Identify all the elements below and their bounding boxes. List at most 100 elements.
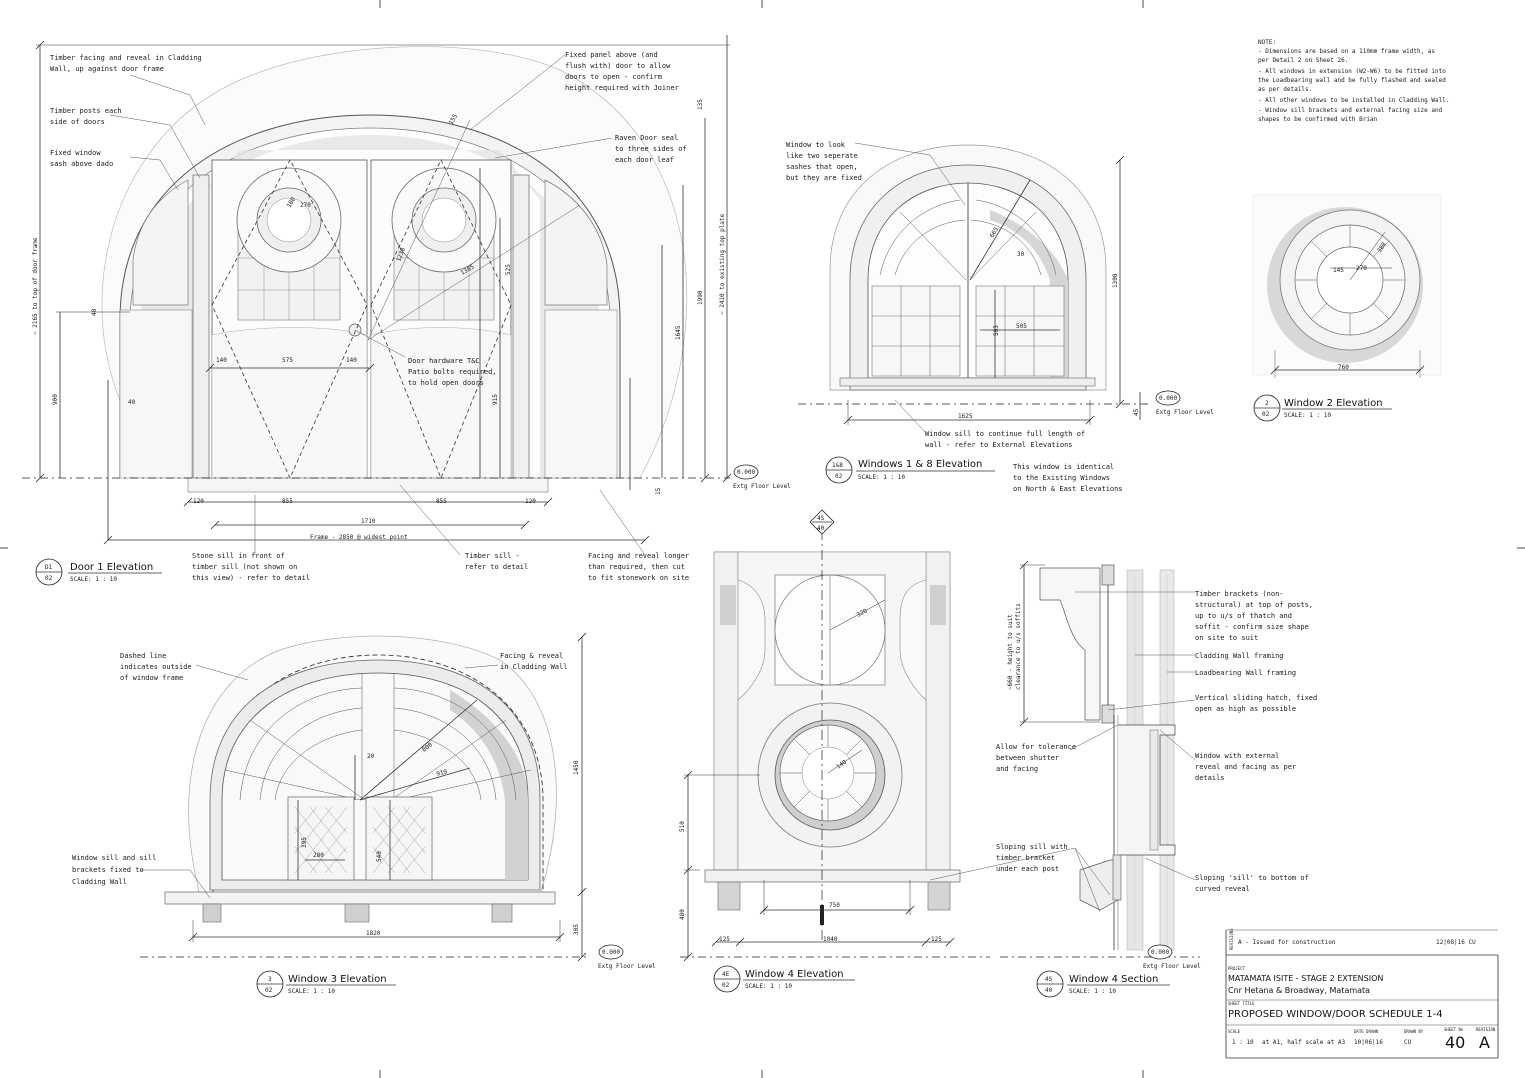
- svg-text:timber bracket: timber bracket: [996, 854, 1055, 862]
- door1-note-facing-2: Wall, up against door frame: [50, 65, 164, 73]
- door1-note-timbersill-2: refer to detail: [465, 563, 528, 571]
- tb-revision-date: 12|08|16 CU: [1436, 939, 1476, 946]
- win3-ref-top: 3: [268, 976, 272, 983]
- svg-text:flush with) door to allow: flush with) door to allow: [565, 62, 671, 70]
- door1-note-facingreveal-3: to fit stonework on site: [588, 574, 689, 582]
- tb-date-label: DATE DRAWN: [1354, 1029, 1379, 1034]
- door1-note-panel-2: flush with) door to allow: [565, 62, 671, 70]
- win3-note-facing-1: Facing & reveal: [500, 652, 563, 660]
- win18-ref-bottom: 02: [835, 473, 843, 480]
- tb-drawn: CU: [1404, 1039, 1412, 1046]
- win3-title: Window 3 Elevation: [288, 974, 387, 985]
- win18-note-sill-2: wall - refer to External Elevations: [925, 441, 1073, 449]
- win4s-scale: SCALE: 1 : 10: [1069, 988, 1116, 995]
- door1-note-stone-3: this view) - refer to detail: [192, 574, 310, 582]
- door1-level-label: Extg Floor Level: [733, 483, 791, 490]
- win4s-note-reveal-2: reveal and facing as per: [1195, 763, 1296, 771]
- tb-rev-label: REVISION: [1476, 1027, 1496, 1032]
- win4s-note-tolerance-1: Allow for tolerance: [996, 743, 1076, 751]
- win2-ref-bottom: 02: [1262, 411, 1270, 418]
- win4-section-top: 4S: [817, 515, 825, 522]
- door1-dim-1710: 1710: [361, 518, 376, 525]
- svg-text:to the Existing Windows: to the Existing Windows: [1013, 474, 1110, 482]
- svg-text:Sloping sill with: Sloping sill with: [996, 843, 1068, 851]
- win18-note-identical-1: This window is identical: [1013, 463, 1114, 471]
- door1-note-stone-1: Stone sill in front of: [192, 552, 285, 560]
- door1-note-stone-2: timber sill (not shown on: [192, 563, 297, 571]
- svg-text:side of doors: side of doors: [50, 118, 105, 126]
- door1-dim-40a: 40: [91, 308, 98, 316]
- svg-text:but they are fixed: but they are fixed: [786, 174, 862, 182]
- tb-revision: A - Issued for construction: [1238, 939, 1336, 946]
- door1-scale: SCALE: 1 : 10: [70, 576, 117, 583]
- svg-text:on site to suit: on site to suit: [1195, 634, 1258, 642]
- svg-text:this view) - refer to detail: this view) - refer to detail: [192, 574, 310, 582]
- door1-dim-1230: 1230: [395, 246, 407, 262]
- door1-note-hardware-3: to hold open doors: [408, 379, 484, 387]
- win4s-note-tolerance-3: and facing: [996, 765, 1038, 773]
- svg-text:than required, then cut: than required, then cut: [588, 563, 685, 571]
- win4s-note-brackets-5: on site to suit: [1195, 634, 1258, 642]
- win18-level-label: Extg Floor Level: [1156, 409, 1214, 416]
- door1-note-panel-1: Fixed panel above (and: [565, 51, 658, 59]
- door1-dim-855a: 855: [282, 498, 293, 505]
- win18-dim-1625: 1625: [958, 413, 973, 420]
- win3-note-facing-2: in Cladding Wall: [500, 663, 567, 671]
- win4s-note-tolerance-2: between shutter: [996, 754, 1059, 762]
- door1-note-facingreveal-1: Facing and reveal longer: [588, 552, 689, 560]
- tb-sheet-label: SHEET TITLE: [1228, 1001, 1255, 1006]
- door1-dim-135: 135: [697, 99, 704, 110]
- svg-text:Fixed window: Fixed window: [50, 149, 101, 157]
- door1-dim-120a: 120: [193, 498, 204, 505]
- win2-scale: SCALE: 1 : 10: [1284, 412, 1331, 419]
- win4s-note-slopingsill-1: Sloping 'sill' to bottom of: [1195, 874, 1309, 882]
- win3-note-sill-1: Window sill and sill: [72, 854, 156, 862]
- tb-sheetno-label: SHEET No: [1444, 1027, 1464, 1032]
- svg-text:Door hardware T&C: Door hardware T&C: [408, 357, 480, 365]
- svg-text:Window with external: Window with external: [1195, 752, 1279, 760]
- svg-text:Allow for tolerance: Allow for tolerance: [996, 743, 1076, 751]
- tb-scale-note: at A1, half scale at A3: [1262, 1039, 1345, 1046]
- door1-ref-top: D1: [45, 564, 53, 571]
- svg-text:Window sill to continue full l: Window sill to continue full length of: [925, 430, 1085, 438]
- win3-dim-20: 20: [367, 753, 375, 760]
- door1-dim-2165: ~ 2165 to top of door frame: [32, 237, 39, 335]
- win4-ref-bottom: 02: [722, 982, 730, 989]
- svg-text:Cladding Wall framing: Cladding Wall framing: [1195, 652, 1284, 660]
- svg-text:Fixed panel above (and: Fixed panel above (and: [565, 51, 658, 59]
- svg-text:Facing & reveal: Facing & reveal: [500, 652, 563, 660]
- svg-text:between shutter: between shutter: [996, 754, 1059, 762]
- win18-elevation: Window to look like two seperate sashes …: [786, 141, 1214, 493]
- tb-project-label: PROJECT: [1228, 966, 1245, 971]
- win3-ref-bottom: 02: [265, 987, 273, 994]
- svg-text:sash above dado: sash above dado: [50, 160, 113, 168]
- win4s-ref-top: 4S: [1045, 976, 1053, 983]
- svg-text:Vertical sliding hatch, fixed: Vertical sliding hatch, fixed: [1195, 694, 1317, 702]
- svg-text:reveal and facing as per: reveal and facing as per: [1195, 763, 1296, 771]
- svg-text:wall - refer to External Eleva: wall - refer to External Elevations: [925, 441, 1073, 449]
- door1-dim-525: 525: [505, 264, 512, 275]
- win18-note-look-2: like two seperate: [786, 152, 858, 160]
- win18-dim-1300: 1300: [1112, 273, 1119, 288]
- win4-dim-320: 320: [856, 607, 869, 618]
- door1-dim-915: 915: [492, 394, 499, 405]
- notes-heading: NOTE:: [1258, 39, 1276, 46]
- win3-note-dashed-2: indicates outside: [120, 663, 192, 671]
- win3-dim-1820: 1820: [366, 930, 381, 937]
- win4s-note-brackets-2: structural) at top of posts,: [1195, 601, 1313, 609]
- win3-note-sill-3: Cladding Wall: [72, 878, 127, 886]
- svg-text:structural) at top of posts,: structural) at top of posts,: [1195, 601, 1313, 609]
- door1-dim-270: 270: [300, 202, 311, 209]
- door1-dim-155: 155: [448, 113, 460, 126]
- win4s-level-value: 0.000: [1151, 949, 1169, 956]
- win4-elevation: 4S 40 320 140 510 480 750 125 1040 125 4…: [679, 509, 990, 993]
- win4s-level-label: Extg Floor Level: [1143, 963, 1201, 970]
- tb-project: MATAMATA ISITE - STAGE 2 EXTENSION: [1228, 974, 1383, 983]
- win4-section-bottom: 40: [817, 525, 825, 532]
- door1-note-hardware-2: Patio bolts required,: [408, 368, 497, 376]
- door1-level-marker: [733, 464, 759, 480]
- win4-dim-125a: 125: [719, 936, 730, 943]
- win4-dim-510: 510: [679, 821, 686, 832]
- svg-text:Timber brackets (non-: Timber brackets (non-: [1195, 590, 1284, 598]
- win2-ref-top: 2: [1265, 400, 1269, 407]
